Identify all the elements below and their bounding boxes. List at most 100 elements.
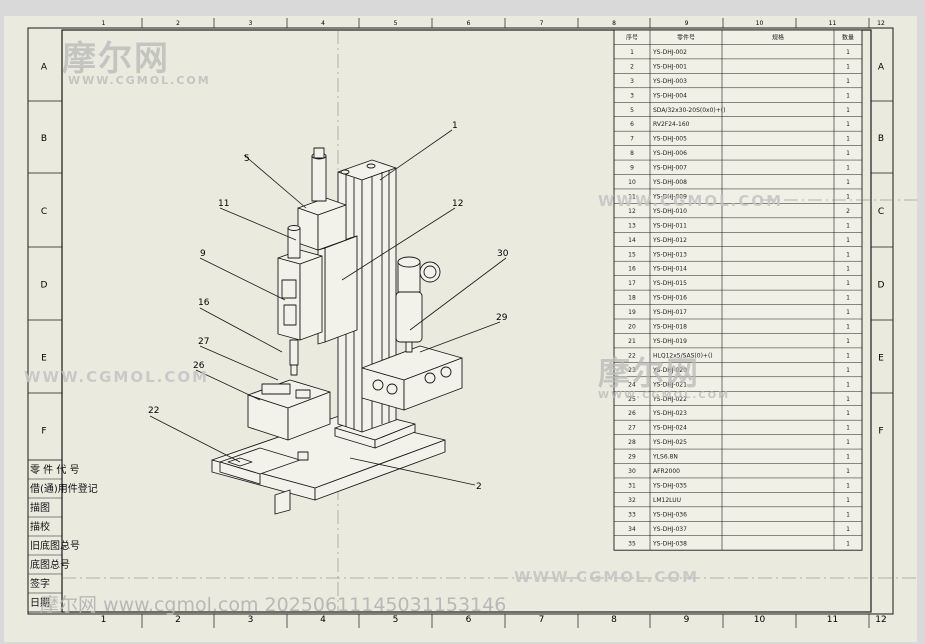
bom-cell: 1 [846,511,850,518]
bom-cell: 5 [630,107,634,114]
bom-cell: 1 [846,468,850,475]
zone-letter-right: C [878,207,884,217]
bom-cell: 1 [846,193,850,200]
bom-cell: 1 [846,324,850,331]
bom-cell: YS-DHJ-022 [652,396,687,403]
bom-cell: YS-DHJ-006 [652,150,687,157]
bom-cell: 1 [846,222,850,229]
bom-cell: 1 [846,396,850,403]
bom-header-cell: 数量 [842,34,854,42]
watermark-url-mid: WWW.CGMOL.COM [598,390,730,401]
zone-number-bottom: 7 [539,615,545,625]
zone-number-bottom: 8 [611,615,617,625]
balloon-22: 22 [148,406,159,416]
bom-cell: 33 [628,511,636,518]
bom-cell: 23 [628,367,636,374]
slide-plate [317,235,358,345]
zone-number-top: 3 [249,20,253,27]
bom-cell: 1 [846,352,850,359]
bom-cell: 11 [628,193,636,200]
zone-number-top: 11 [829,20,837,27]
bom-cell: YS-DHJ-010 [652,208,687,215]
zone-letter-left: D [41,281,48,291]
zone-number-top: 5 [394,20,398,27]
zone-number-bottom: 2 [175,615,181,625]
bom-cell: 1 [846,121,850,128]
bom-cell: 8 [630,150,634,157]
bom-cell: 1 [846,425,850,432]
bom-cell: 9 [630,165,634,172]
bom-cell: YS-DHJ-014 [652,266,687,273]
zone-number-bottom: 4 [320,615,326,625]
bom-cell: 3 [630,78,634,85]
side-block-label: 描图 [30,501,50,514]
bom-cell: 1 [846,280,850,287]
bom-cell: 16 [628,266,636,273]
bom-cell: 24 [628,381,636,388]
bom-cell: YS-DHJ-023 [652,410,687,417]
zone-letter-right: B [878,134,884,144]
balloon-30: 30 [497,249,509,259]
zone-number-bottom: 3 [248,615,254,625]
zone-number-top: 7 [540,20,544,27]
bom-cell: YS-DHJ-018 [652,324,687,331]
bom-cell: YS-DHJ-037 [652,526,687,533]
zone-letter-right: A [878,63,885,73]
watermark-url-right: WWW.CGMOL.COM [598,192,783,210]
bom-cell: YS-DHJ-017 [652,309,687,316]
balloon-26: 26 [193,361,205,371]
bom-cell: 6 [630,121,634,128]
bom-cell: 1 [846,497,850,504]
bom-cell: 1 [846,439,850,446]
zone-number-top: 4 [321,20,325,27]
balloon-27: 27 [198,337,209,347]
zone-letter-left: E [41,354,47,364]
bom-cell: YS-DHJ-012 [652,237,687,244]
bom-cell: YS-DHJ-038 [652,540,687,547]
bom-cell: YS-DHJ-035 [652,482,687,489]
zone-number-bottom: 5 [393,615,399,625]
bom-cell: YS-DHJ-011 [652,222,687,229]
bom-cell: 35 [628,540,636,547]
bom-cell: LM12LUU [653,497,681,504]
balloon-12: 12 [452,199,463,209]
zone-number-top: 2 [176,20,180,27]
bom-cell: 1 [846,92,850,99]
balloon-11: 11 [218,199,229,209]
bom-header-cell: 序号 [626,34,638,42]
bom-cell: 1 [846,526,850,533]
bom-cell: 1 [846,540,850,547]
bom-cell: 34 [628,526,636,533]
balloon-labels: 1 5 11 12 9 30 16 29 27 26 22 2 [148,121,509,492]
valve-manifold [361,345,463,411]
bom-cell: 1 [846,107,850,114]
watermark-url-bottom: WWW.CGMOL.COM [514,568,699,586]
zone-ticks [28,100,893,394]
balloon-2: 2 [476,482,482,492]
bom-cell: 13 [628,222,636,229]
bom-cell: YLS6.8N [652,454,678,461]
bom-cell: 10 [628,179,636,186]
zone-number-bottom: 1 [101,615,107,625]
bom-cell: YS-DHJ-021 [652,381,687,388]
balloon-1: 1 [452,121,458,131]
zone-number-top: 6 [467,20,471,27]
bom-cell: 30 [628,468,636,475]
bom-cell: 20 [628,324,636,331]
balloon-16: 16 [198,298,210,308]
side-block-label: 零 件 代 号 [30,464,80,476]
bom-cell: 1 [846,150,850,157]
bom-cell: 1 [846,78,850,85]
bom-cell: YS-DHJ-002 [652,49,687,56]
bom-cell: YS-DHJ-005 [652,136,687,143]
side-block-label: 签字 [30,577,50,590]
side-block-label: 旧底图总号 [30,539,80,552]
bom-cell: 28 [628,439,636,446]
bom-cell: 1 [846,165,850,172]
bom-cell: YS-DHJ-007 [652,165,687,172]
bom-cell: 29 [628,454,636,461]
bom-cell: 25 [628,396,636,403]
